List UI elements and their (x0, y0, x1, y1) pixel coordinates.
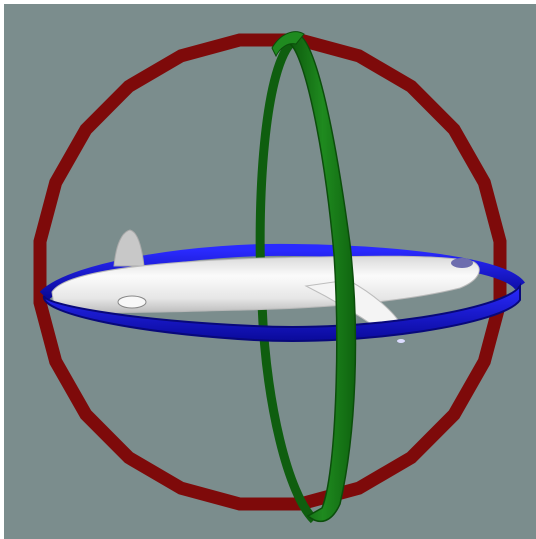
airplane-cockpit-window (451, 258, 473, 268)
gimbal-viewport (4, 4, 536, 539)
horizontal-ring-highlight (397, 339, 405, 343)
gimbal-scene (4, 4, 536, 539)
airplane-stabilizer (118, 296, 146, 308)
